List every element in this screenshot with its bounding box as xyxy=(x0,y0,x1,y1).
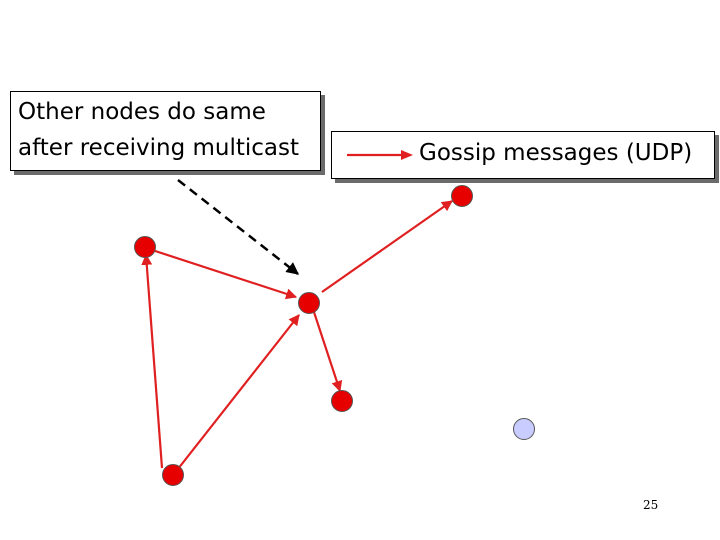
gossip-edge-n3-n2 xyxy=(321,200,453,293)
gossip-edge-n1-n3 xyxy=(145,246,298,300)
gossip-edge-n5-n1 xyxy=(141,253,164,469)
legend-box: Gossip messages (UDP) xyxy=(331,131,715,179)
node-n4 xyxy=(331,390,353,412)
dashed-pointer-arrow xyxy=(177,179,299,275)
gossip-edge-n3-n4 xyxy=(309,302,343,393)
node-n2 xyxy=(451,185,473,207)
gossip-edge-n5-n3 xyxy=(173,314,300,475)
node-n6-inactive xyxy=(513,418,535,440)
node-n5 xyxy=(162,464,184,486)
legend-arrow-icon xyxy=(347,150,413,160)
page-number: 25 xyxy=(643,498,659,512)
callout-line-1: Other nodes do same xyxy=(18,99,266,125)
node-n3 xyxy=(298,292,320,314)
callout-box: Other nodes do same after receiving mult… xyxy=(10,91,321,171)
legend-label: Gossip messages (UDP) xyxy=(419,140,693,166)
callout-line-2: after receiving multicast xyxy=(18,135,300,161)
node-n1 xyxy=(134,236,156,258)
